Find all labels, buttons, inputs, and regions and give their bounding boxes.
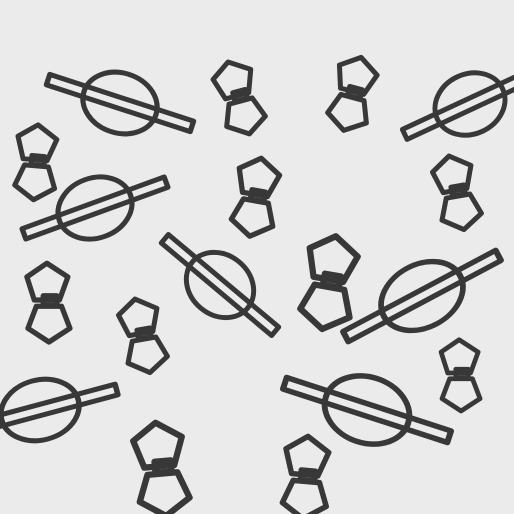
pattern-canvas — [0, 0, 514, 514]
